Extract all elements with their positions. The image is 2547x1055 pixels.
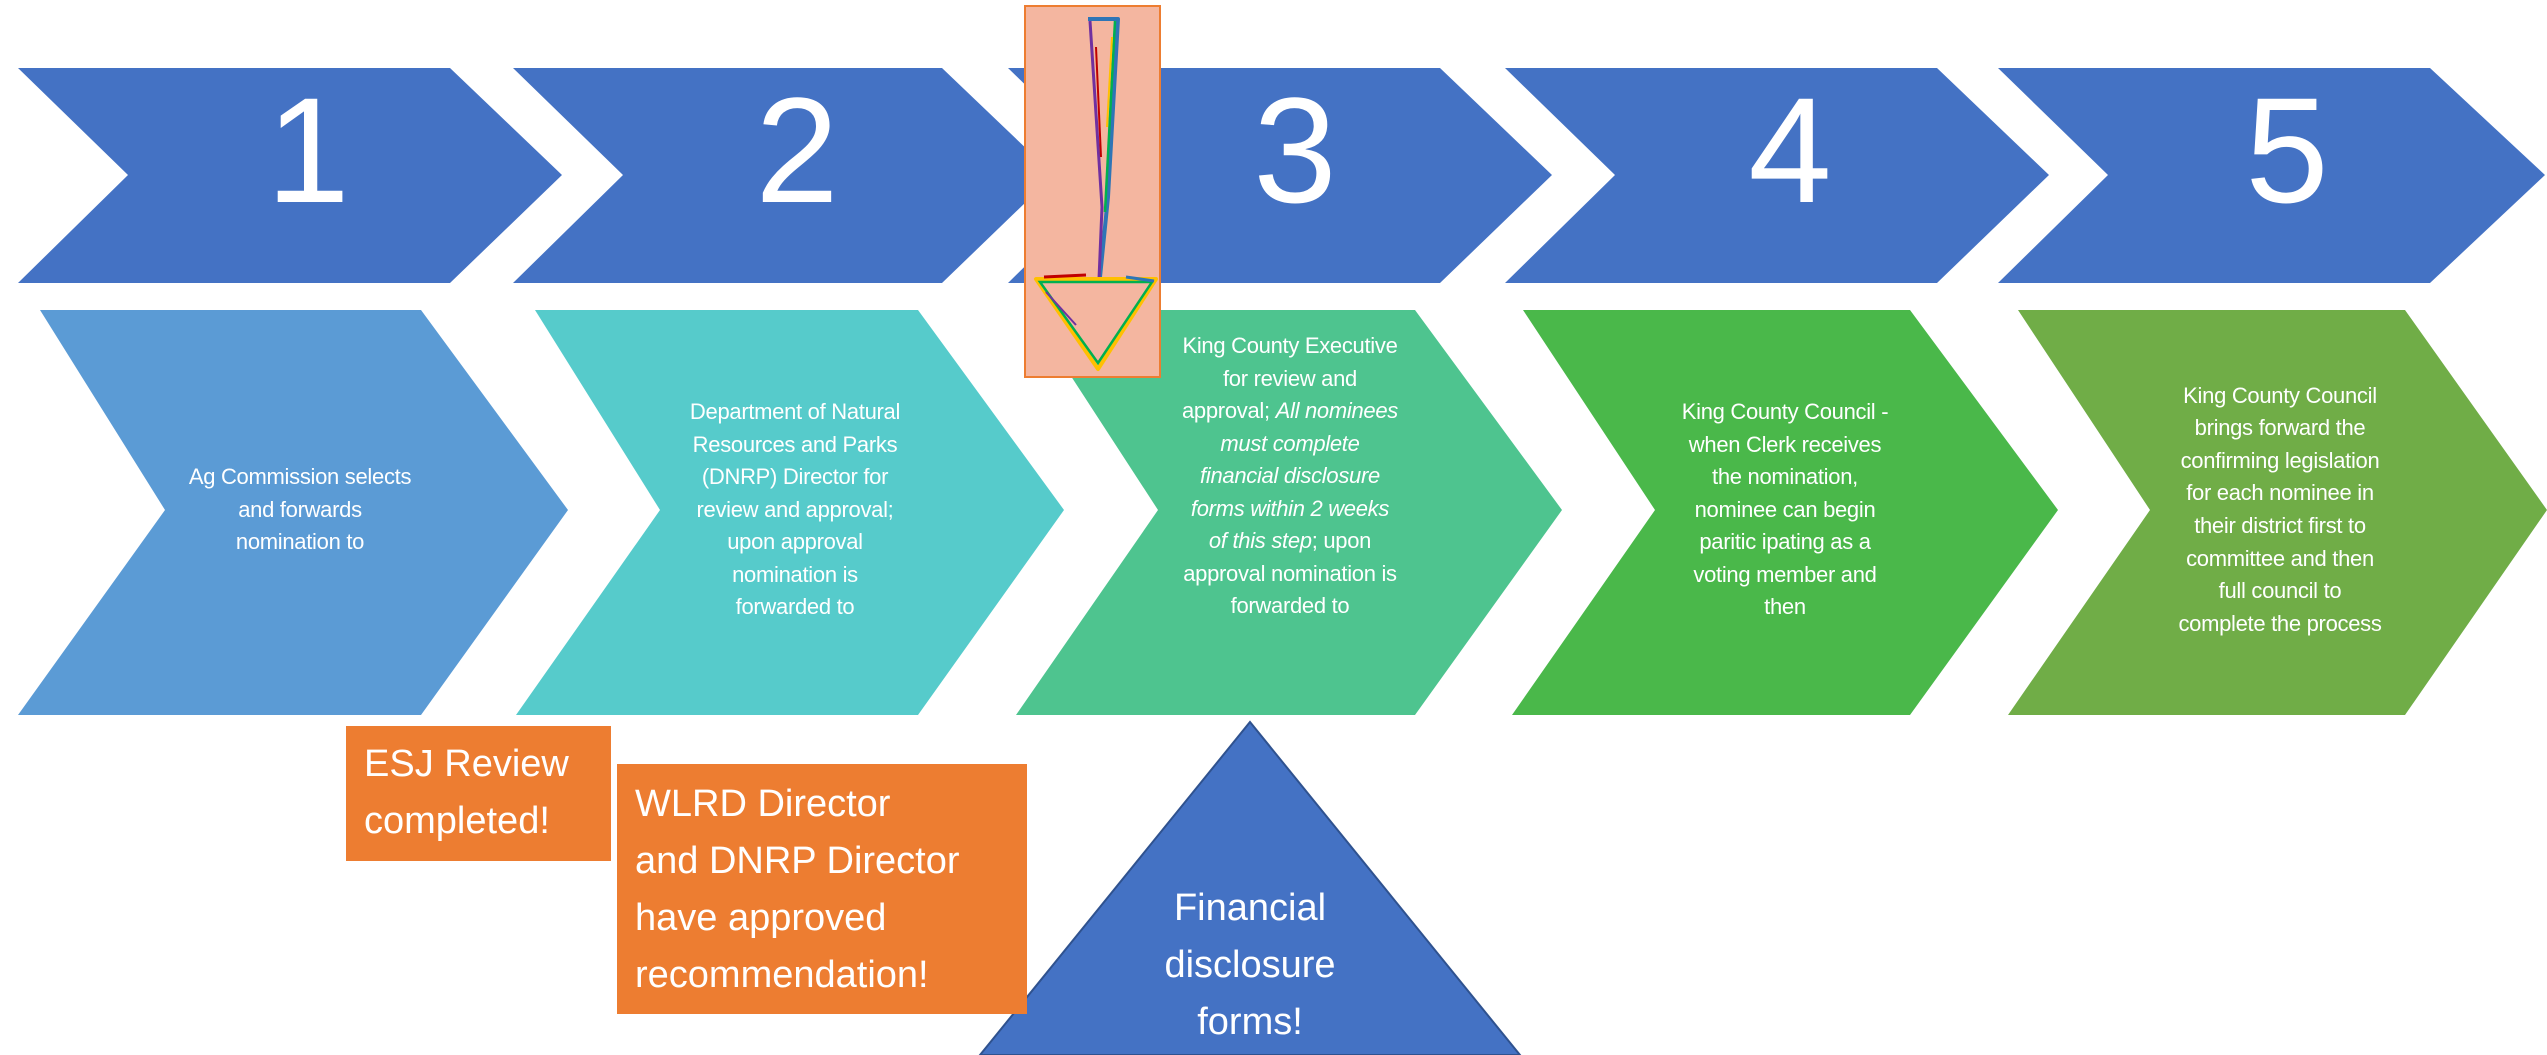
chevron-step-4	[1505, 68, 2049, 283]
esj-review-note: ESJ Review completed!	[346, 726, 611, 861]
chevron-step-2	[513, 68, 1054, 283]
step-2-description: Department of Natural Resources and Park…	[689, 399, 901, 620]
chevron-step-1	[18, 68, 562, 283]
step-3-text-italic: All nominees must complete financial dis…	[1190, 398, 1398, 554]
step-3-text-end: ; upon approval nomination is forwarded …	[1183, 528, 1397, 619]
step-5-description: King County Council brings forward the c…	[2178, 382, 2382, 636]
financial-disclosure-triangle	[978, 720, 1522, 1055]
desc-chevron-4	[1512, 310, 2058, 715]
step-4-description: King County Council - when Clerk receive…	[1681, 399, 1889, 620]
step-1-description: Ag Commission selects and forwards nomin…	[188, 464, 412, 555]
desc-chevron-2	[516, 310, 1064, 715]
hand-drawn-down-arrow-icon	[1034, 17, 1158, 371]
financial-disclosure-label: Financial disclosure forms!	[1164, 887, 1336, 1043]
down-arrow-marker	[1024, 5, 1161, 378]
desc-chevron-3	[1016, 310, 1562, 715]
desc-chevron-5	[2008, 310, 2547, 715]
chevron-step-5	[1998, 68, 2545, 283]
wlrd-approval-note: WLRD Director and DNRP Director have app…	[617, 764, 1027, 1014]
step-3-description: King County Executive for review and app…	[1135, 330, 1445, 710]
step-3-text-start: King County Executive for review and app…	[1182, 333, 1398, 424]
desc-chevron-1	[18, 310, 568, 715]
